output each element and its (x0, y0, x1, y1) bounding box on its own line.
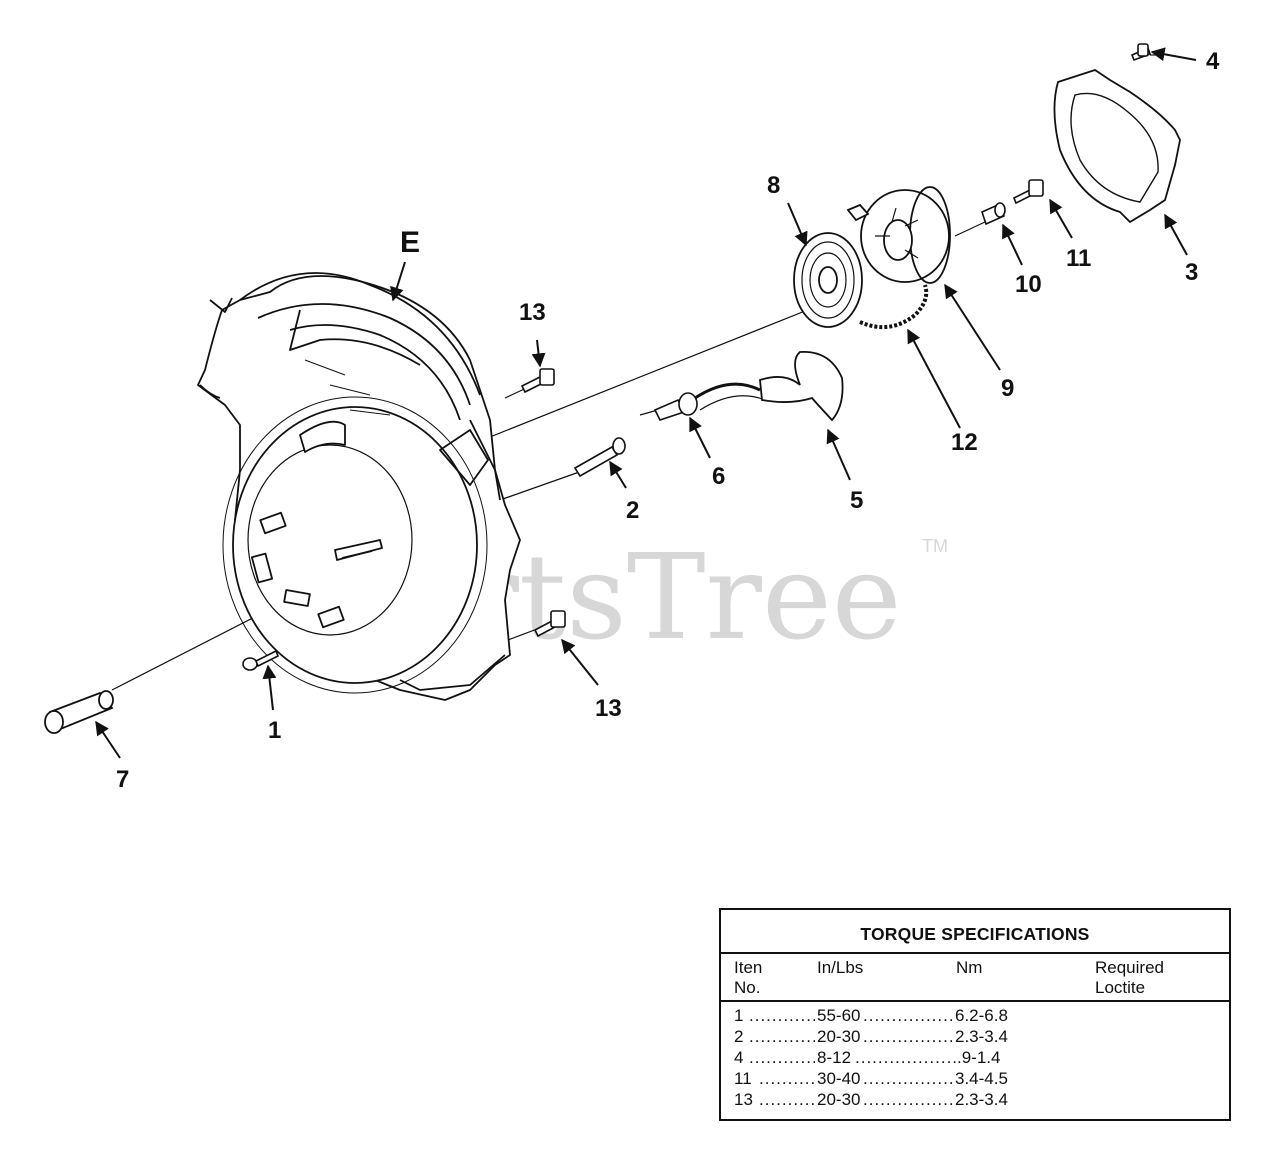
header-item-line1: Iten (734, 958, 763, 977)
leader-dots: ................................ (749, 1027, 815, 1046)
part-7-pin (44, 690, 114, 734)
leader-dots: ................................ (749, 1048, 815, 1067)
table-header-row: Iten No. In/Lbs Nm Required Loctite (721, 954, 1229, 1002)
header-nm: Nm (956, 958, 983, 977)
cell-inlbs: 8-12 (817, 1048, 852, 1067)
leader-dots: ................................ (759, 1090, 815, 1109)
table-row: 1 ................................ 55-60… (721, 1005, 1229, 1026)
cell-inlbs: 55-60 (817, 1006, 861, 1025)
cell-inlbs: 30-40 (817, 1069, 861, 1088)
torque-specifications-table: TORQUE SPECIFICATIONS Iten No. In/Lbs Nm… (719, 908, 1231, 1121)
part-4-screw (1130, 43, 1152, 62)
leader-dots: ................................ (863, 1006, 955, 1025)
cell-item: 11 (734, 1069, 752, 1088)
part-3-gasket (1053, 69, 1181, 224)
callout-2: 2 (626, 497, 639, 524)
part-11-screw (1012, 179, 1044, 205)
cell-item: 2 (734, 1027, 744, 1046)
part-10-collar (981, 202, 1006, 226)
cell-nm: 3.4-4.5 (955, 1069, 1008, 1088)
leader-dots: ................................ (855, 1048, 957, 1067)
leader-dots: ................................ (759, 1069, 815, 1088)
header-loctite-line1: Required (1095, 958, 1164, 977)
callout-13-lower: 13 (595, 695, 622, 722)
table-row: 13 ................................ 20-3… (721, 1089, 1229, 1110)
cell-nm: 2.3-3.4 (955, 1027, 1008, 1046)
callout-5: 5 (850, 487, 863, 514)
callout-8: 8 (767, 172, 780, 199)
table-title: TORQUE SPECIFICATIONS (721, 910, 1229, 954)
part-9-starter-housing (846, 186, 951, 284)
cell-item: 1 (734, 1006, 744, 1025)
callout-13-upper: 13 (519, 299, 546, 326)
callout-1: 1 (268, 717, 281, 744)
callout-3: 3 (1185, 259, 1198, 286)
cell-nm: 2.3-3.4 (955, 1090, 1008, 1109)
callout-6: 6 (712, 463, 725, 490)
part-13-screw-upper (520, 368, 555, 394)
header-item-line2: No. (734, 978, 761, 997)
part-2-bolt (573, 437, 626, 478)
callout-7: 7 (116, 766, 129, 793)
leader-dots: ................................ (863, 1027, 955, 1046)
table-row: 2 ................................ 20-30… (721, 1026, 1229, 1047)
part-12-rope (859, 284, 929, 330)
cell-nm: 6.2-6.8 (955, 1006, 1008, 1025)
part-1-screw (242, 649, 280, 671)
part-6-rope-guide (653, 382, 766, 421)
callout-e: E (400, 226, 420, 259)
trademark-mark: TM (922, 536, 948, 556)
callout-9: 9 (1001, 375, 1014, 402)
header-loctite-line2: Loctite (1095, 978, 1146, 997)
cell-nm: .9-1.4 (957, 1048, 1001, 1067)
table-row: 4 ................................ 8-12 … (721, 1047, 1229, 1068)
cell-inlbs: 20-30 (817, 1027, 861, 1046)
leader-dots: ................................ (863, 1090, 955, 1109)
leader-dots: ................................ (749, 1006, 815, 1025)
table-row: 11 ................................ 30-4… (721, 1068, 1229, 1089)
callout-12: 12 (951, 429, 978, 456)
cell-item: 13 (734, 1090, 753, 1109)
callout-11: 11 (1066, 245, 1091, 272)
header-inlbs: In/Lbs (817, 958, 864, 977)
part-8-pulley (793, 232, 863, 328)
table-body: 1 ................................ 55-60… (721, 1002, 1229, 1110)
cell-item: 4 (734, 1048, 744, 1067)
blower-housing (197, 272, 521, 701)
cell-inlbs: 20-30 (817, 1090, 861, 1109)
part-5-starter-handle (759, 351, 844, 422)
callout-10: 10 (1015, 271, 1042, 298)
leader-dots: ................................ (863, 1069, 955, 1088)
callout-4: 4 (1206, 48, 1220, 75)
part-13-screw-lower (533, 610, 566, 638)
leader-arrows (95, 47, 1197, 759)
